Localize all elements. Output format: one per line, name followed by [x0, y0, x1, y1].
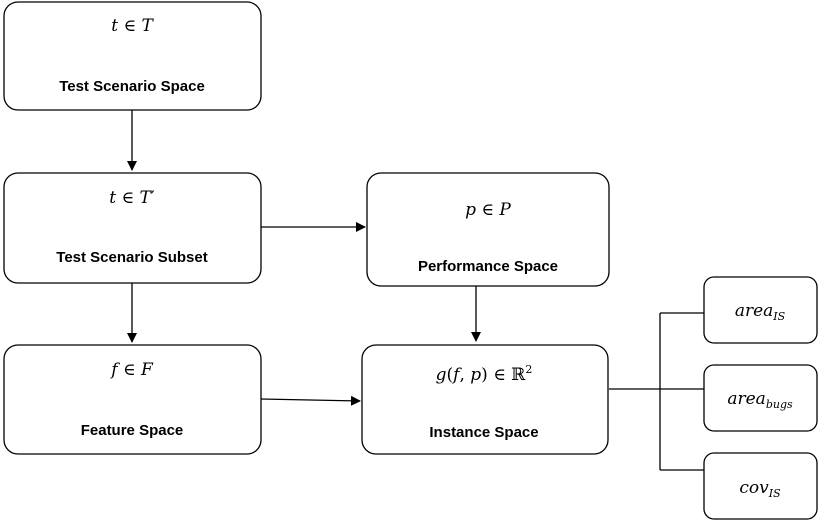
- instance-space-label: Instance Space: [429, 424, 538, 441]
- instance-space-box: g(f, p) ∈ ℝ2 Instance Space: [361, 344, 609, 455]
- metric-cov-is-label: covIS: [739, 478, 781, 500]
- test-scenario-space-formula: t ∈ T: [111, 16, 154, 36]
- performance-space-box: p ∈ P Performance Space: [366, 172, 610, 287]
- test-scenario-space-box: t ∈ T Test Scenario Space: [3, 1, 262, 111]
- metric-area-is-label: areaIS: [735, 301, 786, 323]
- performance-space-formula: p ∈ P: [465, 200, 511, 220]
- metric-area-bugs-box: areabugs: [703, 364, 818, 432]
- feature-space-formula: f ∈ F: [109, 360, 154, 380]
- metric-area-bugs-label: areabugs: [727, 389, 793, 411]
- instance-space-formula: g(f, p) ∈ ℝ2: [436, 363, 533, 385]
- metric-cov-is-box: covIS: [703, 452, 818, 520]
- test-scenario-subset-box: t ∈ T′ Test Scenario Subset: [3, 172, 262, 284]
- edge-feature-to-instance: [260, 395, 361, 406]
- feature-space-label: Feature Space: [81, 422, 184, 439]
- test-scenario-space-label: Test Scenario Space: [59, 78, 205, 95]
- metrics-bracket: [609, 312, 704, 471]
- feature-space-box: f ∈ F Feature Space: [3, 344, 262, 455]
- metric-area-is-box: areaIS: [703, 276, 818, 344]
- test-scenario-subset-formula: t ∈ T′: [109, 188, 155, 208]
- test-scenario-subset-label: Test Scenario Subset: [56, 249, 207, 266]
- performance-space-label: Performance Space: [418, 258, 558, 275]
